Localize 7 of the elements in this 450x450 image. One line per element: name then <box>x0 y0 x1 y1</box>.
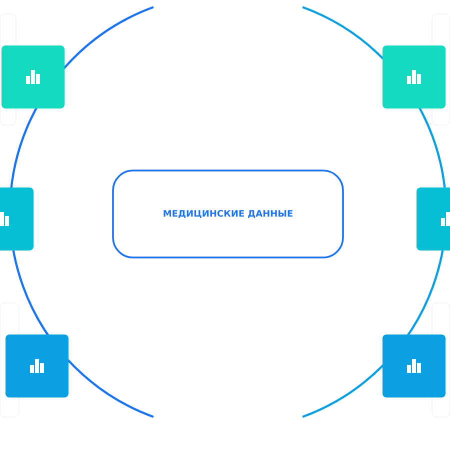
text-box: МЕДИЦИНСКИЕ ДАННЫЕ <box>112 170 344 258</box>
icon-tile <box>0 188 34 250</box>
icon-tile <box>416 188 450 250</box>
icon-tile <box>2 46 64 108</box>
icon-tile <box>6 334 68 398</box>
icon-tile <box>382 46 446 108</box>
icon-tile <box>382 334 446 398</box>
